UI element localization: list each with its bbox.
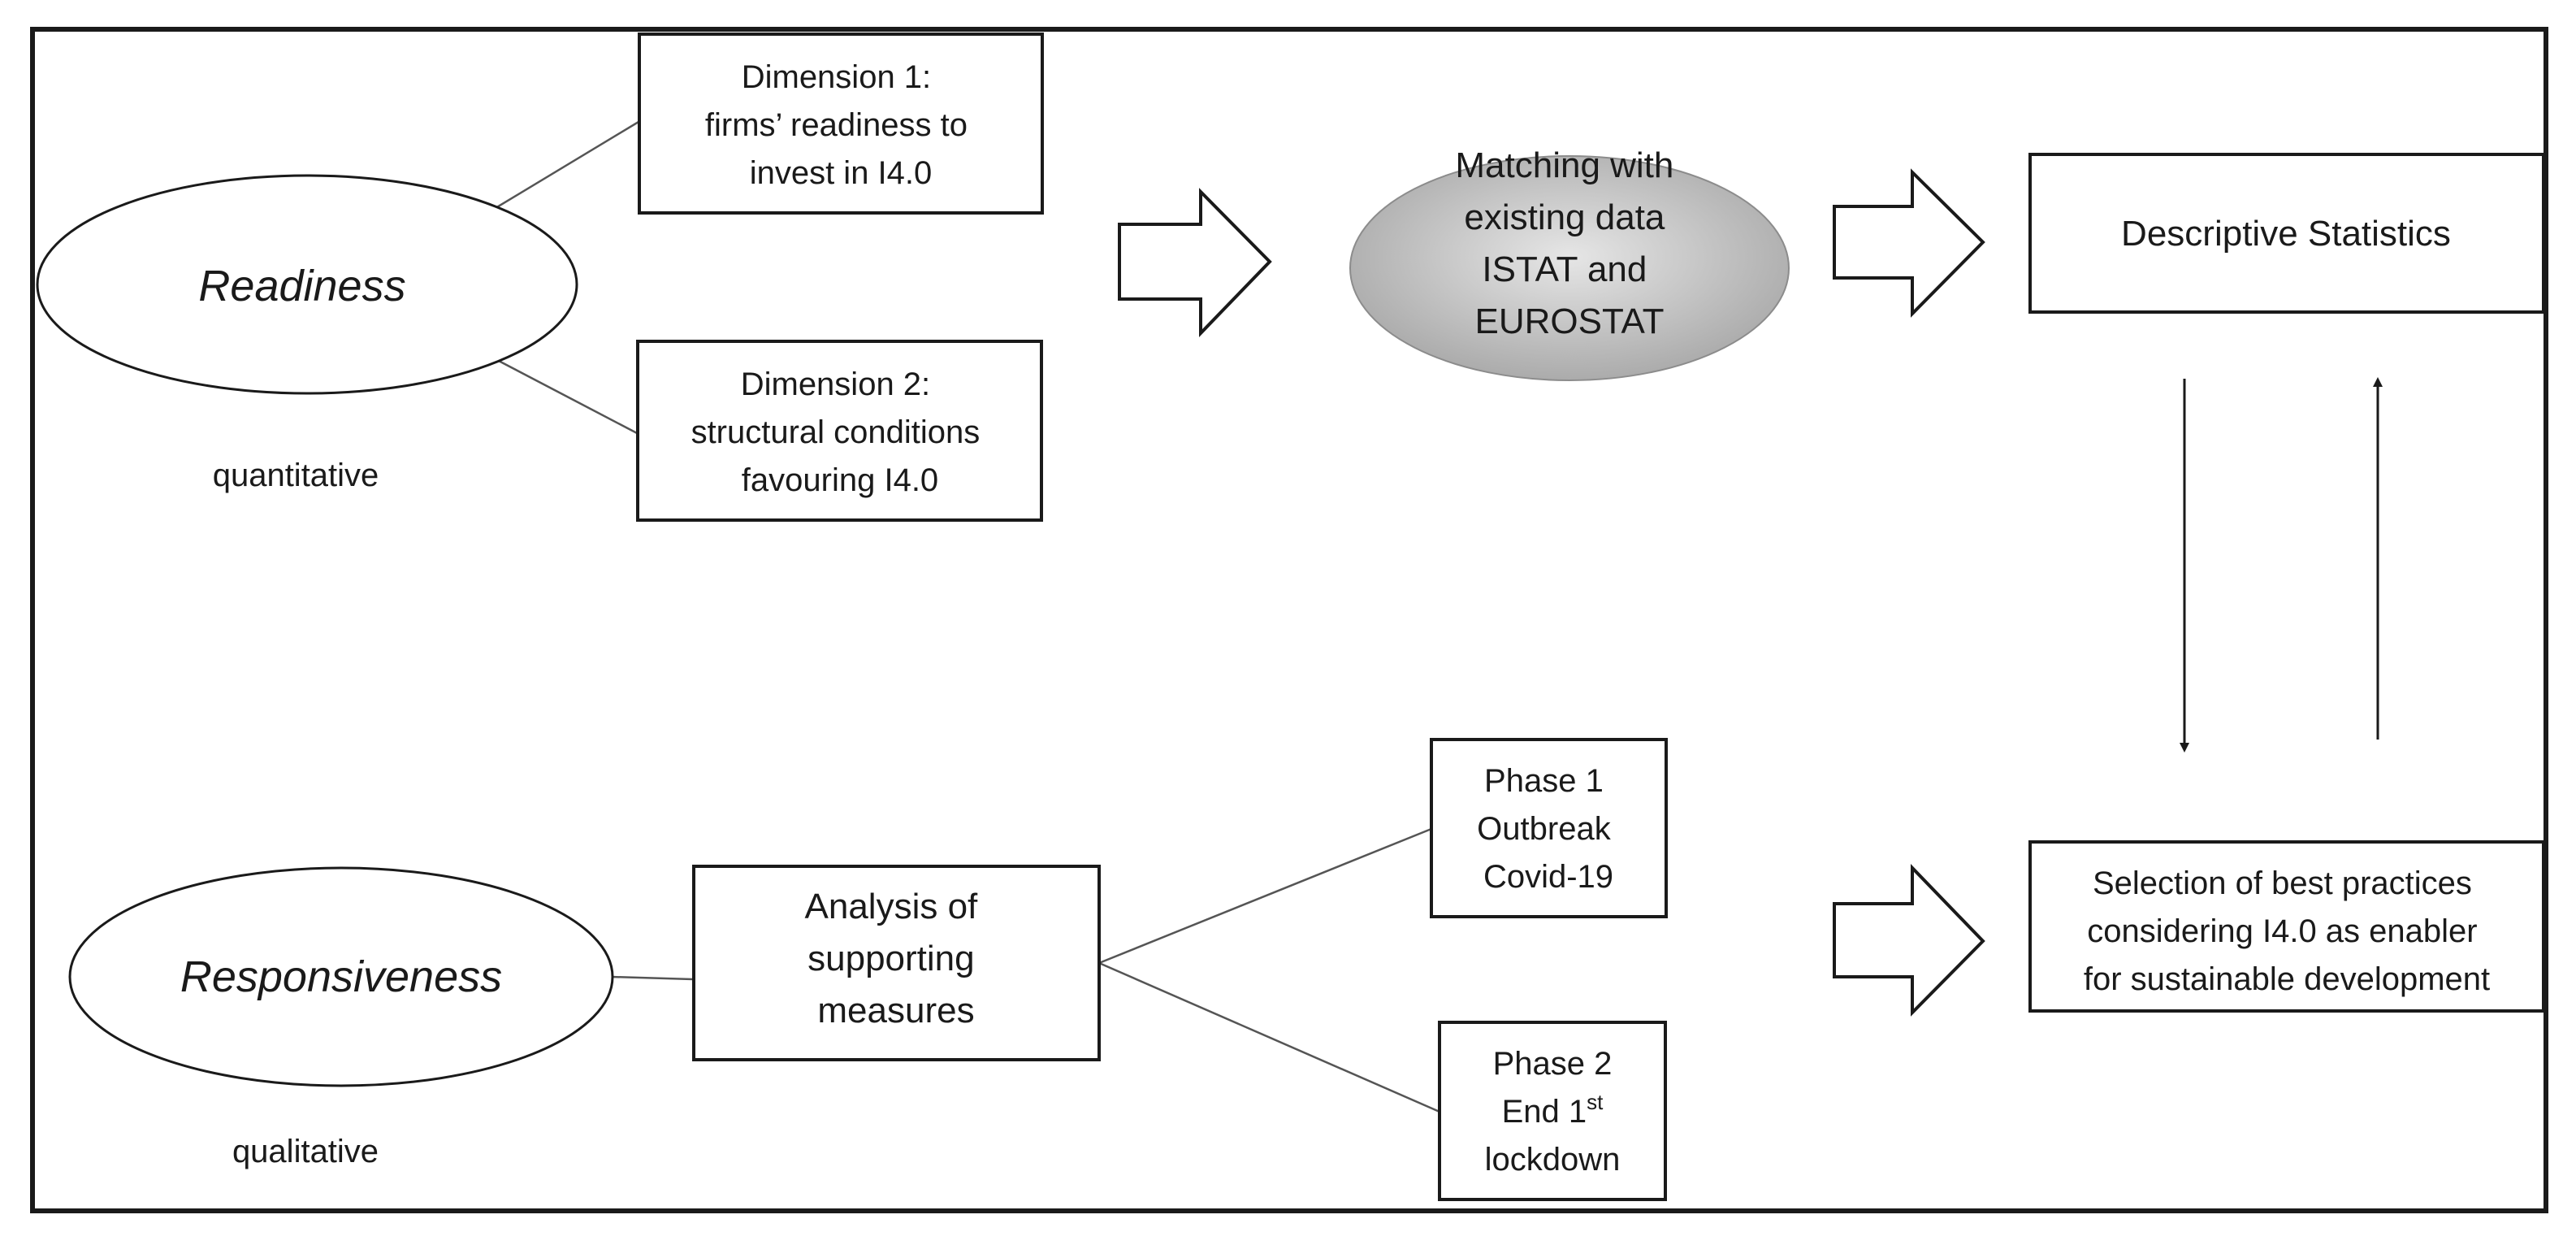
dimension-2-line: favouring I4.0 xyxy=(742,462,938,498)
phase-2-box xyxy=(1438,1021,1667,1201)
dimension-2-box xyxy=(636,340,1043,522)
quantitative-label: quantitative xyxy=(213,458,379,493)
dimension-1-line: firms’ readiness to xyxy=(705,107,968,143)
analysis-text: Analysis of supporting measures xyxy=(805,887,988,1030)
phase-1-line: Outbreak xyxy=(1477,811,1612,847)
dimension-2-line: Dimension 2: xyxy=(741,367,930,402)
connector-readiness-dim2 xyxy=(495,358,639,436)
analysis-box xyxy=(692,865,1101,1061)
readiness-group: Readiness quantitative Dimension 1: firm… xyxy=(36,33,1044,522)
matching-line: EUROSTAT xyxy=(1474,301,1664,341)
dimension-1-box xyxy=(638,33,1044,215)
phase-2-text: Phase 2 xyxy=(1493,1046,1613,1082)
dimension-1-line: Dimension 1: xyxy=(742,59,931,95)
descriptive-statistics-text: Descriptive Statistics xyxy=(2121,214,2451,254)
matching-group: Matching with existing data ISTAT and EU… xyxy=(1349,145,1790,381)
selection-line: for sustainable development xyxy=(2084,961,2490,997)
responsiveness-group: Responsiveness qualitative Analysis of s… xyxy=(68,738,1668,1201)
analysis-line: measures xyxy=(817,991,974,1030)
phase-1-line: Covid-19 xyxy=(1483,859,1613,895)
matching-text: Matching with existing data ISTAT and EU… xyxy=(1455,145,1683,341)
analysis-line: supporting xyxy=(807,939,974,978)
dimension-2-line: structural conditions xyxy=(691,414,981,450)
analysis-line: Analysis of xyxy=(805,887,979,926)
dimension-2-text: Dimension 2: structural conditions favou… xyxy=(691,367,989,498)
matching-line: existing data xyxy=(1464,197,1665,237)
block-arrow-to-descriptive xyxy=(1833,168,1985,318)
matching-ellipse xyxy=(1349,155,1790,381)
phase-2-line: Phase 2 xyxy=(1493,1046,1613,1082)
block-arrow-to-selection xyxy=(1833,864,1985,1017)
matching-line: Matching with xyxy=(1455,145,1673,185)
matching-line: ISTAT and xyxy=(1482,249,1647,289)
phase-1-text: Phase 1 Outbreak Covid-19 xyxy=(1477,763,1620,895)
connector-analysis-phase2 xyxy=(1098,961,1440,1113)
outer-frame xyxy=(30,27,2548,1213)
phase-2-line2: End 1st xyxy=(1502,1090,1604,1130)
block-arrow-to-matching xyxy=(1118,188,1272,337)
qualitative-label: qualitative xyxy=(232,1134,379,1169)
connector-analysis-phase1 xyxy=(1098,827,1432,965)
dimension-1-line: invest in I4.0 xyxy=(750,155,933,191)
phase-2-line2-main: End 1 xyxy=(1502,1094,1587,1130)
phase-2-line3: lockdown xyxy=(1485,1142,1621,1178)
readiness-label: Readiness xyxy=(198,262,405,310)
connector-responsiveness-analysis xyxy=(610,975,694,981)
phase-1-line: Phase 1 xyxy=(1484,763,1604,799)
responsiveness-label: Responsiveness xyxy=(180,952,502,1001)
connector-readiness-dim1 xyxy=(495,120,639,210)
phase-1-box xyxy=(1430,738,1668,918)
readiness-ellipse xyxy=(36,174,578,395)
dimension-1-text: Dimension 1: firms’ readiness to invest … xyxy=(705,59,976,191)
descriptive-statistics-box xyxy=(2028,153,2545,314)
selection-line: considering I4.0 as enabler xyxy=(2087,913,2477,949)
responsiveness-ellipse xyxy=(68,866,614,1087)
selection-line: Selection of best practices xyxy=(2093,865,2472,901)
selection-box xyxy=(2028,840,2545,1013)
phase-2-line2-superscript: st xyxy=(1587,1090,1604,1114)
selection-text: Selection of best practices considering … xyxy=(2084,865,2490,997)
